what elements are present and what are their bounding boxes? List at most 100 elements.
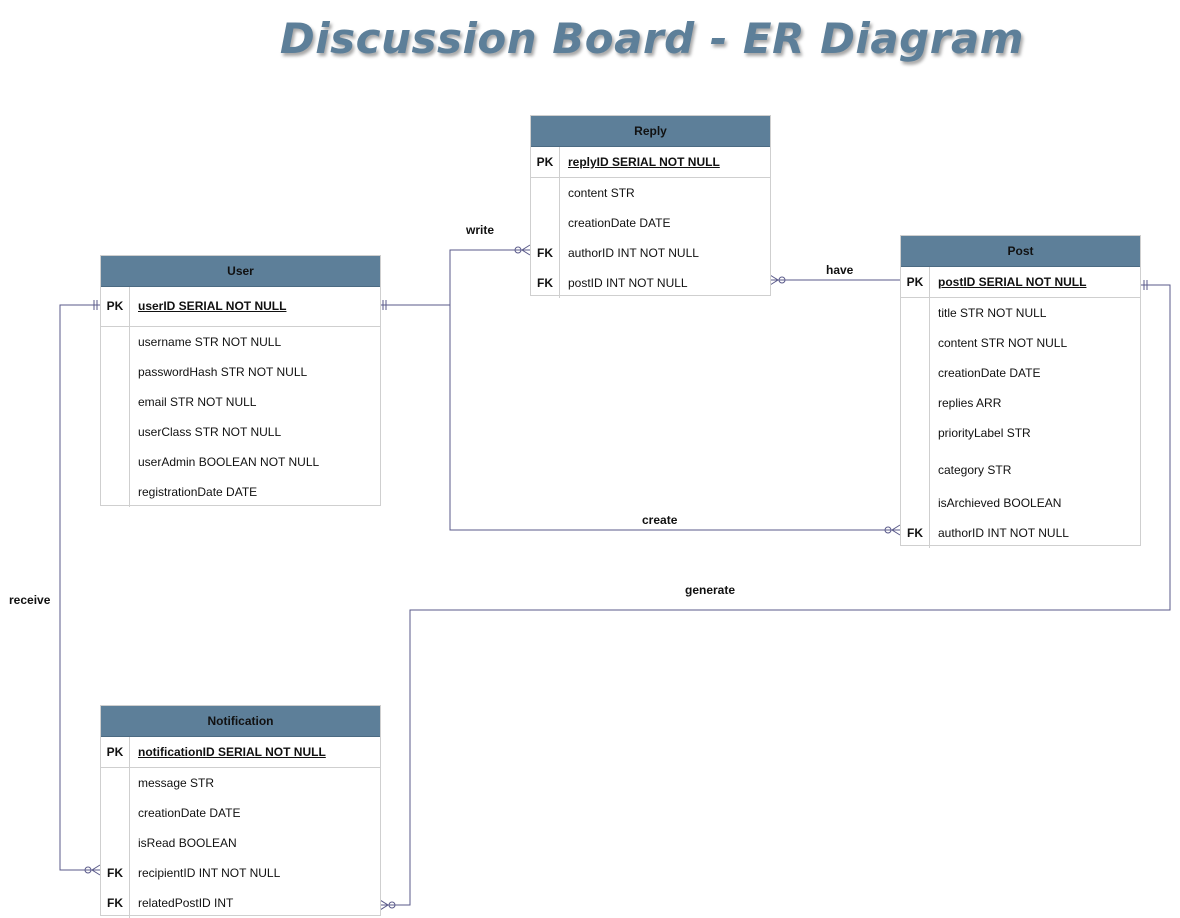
attr-row: username STR NOT NULL: [101, 327, 380, 357]
attr-label: category STR: [938, 463, 1012, 477]
key-label: PK: [101, 287, 130, 326]
create-label: create: [642, 513, 678, 527]
key-label: [101, 327, 130, 357]
attr-label: creationDate DATE: [568, 216, 671, 230]
key-label: [101, 417, 130, 447]
key-label: [101, 477, 130, 507]
notif-related-circle: [388, 901, 396, 909]
pk-row: PK notificationID SERIAL NOT NULL: [101, 737, 380, 768]
have-label: have: [826, 263, 854, 277]
attr-row: priorityLabel STR: [901, 418, 1140, 453]
attr-label: authorID INT NOT NULL: [938, 526, 1069, 540]
receive-label: receive: [9, 593, 51, 607]
reply-author-crow: [521, 244, 531, 256]
generate-label: generate: [685, 583, 736, 597]
receive-line: [59, 304, 100, 871]
attr-label: content STR NOT NULL: [938, 336, 1068, 350]
notif-recipient-circle: [84, 866, 92, 874]
key-label: [901, 418, 930, 453]
user-one-marker-right: [382, 300, 387, 310]
attr-label: notificationID SERIAL NOT NULL: [138, 745, 326, 759]
attr-row: FK authorID INT NOT NULL: [531, 238, 770, 268]
key-label: [901, 328, 930, 358]
key-label: [531, 208, 560, 238]
key-label: [101, 357, 130, 387]
attr-row: FK postID INT NOT NULL: [531, 268, 770, 298]
reply-author-circle: [514, 246, 522, 254]
attr-label: replies ARR: [938, 396, 1002, 410]
attr-label: isArchieved BOOLEAN: [938, 496, 1062, 510]
attr-label: replyID SERIAL NOT NULL: [568, 155, 720, 169]
post-author-circle: [884, 526, 892, 534]
reply-post-circle: [778, 276, 786, 284]
reply-post-crow: [769, 274, 779, 286]
entity-reply[interactable]: Reply PK replyID SERIAL NOT NULL content…: [530, 115, 771, 298]
attr-label: creationDate DATE: [938, 366, 1041, 380]
write-label: write: [466, 223, 495, 237]
entity-notification[interactable]: Notification PK notificationID SERIAL NO…: [100, 705, 381, 918]
attr-row: content STR: [531, 178, 770, 208]
attr-row: isRead BOOLEAN: [101, 828, 380, 858]
attr-row: content STR NOT NULL: [901, 328, 1140, 358]
key-label: [901, 358, 930, 388]
key-label: [101, 387, 130, 417]
attr-label: title STR NOT NULL: [938, 306, 1047, 320]
key-label: FK: [531, 268, 560, 298]
key-label: FK: [101, 858, 130, 888]
attr-label: registrationDate DATE: [138, 485, 258, 499]
key-label: FK: [901, 518, 930, 548]
attr-label: userAdmin BOOLEAN NOT NULL: [138, 455, 320, 469]
pk-row: PK postID SERIAL NOT NULL: [901, 267, 1140, 298]
attr-label: userID SERIAL NOT NULL: [138, 299, 287, 313]
attr-label: creationDate DATE: [138, 806, 241, 820]
key-label: FK: [531, 238, 560, 268]
user-one-marker-left: [93, 300, 98, 310]
attr-label: relatedPostID INT: [138, 896, 234, 910]
attr-row: creationDate DATE: [901, 358, 1140, 388]
attr-row: creationDate DATE: [531, 208, 770, 238]
attr-label: postID INT NOT NULL: [568, 276, 688, 290]
diagram-title: Discussion Board - ER Diagram: [279, 14, 1025, 63]
attr-row: userClass STR NOT NULL: [101, 417, 380, 447]
attr-label: priorityLabel STR: [938, 426, 1031, 440]
attr-label: passwordHash STR NOT NULL: [138, 365, 308, 379]
key-label: PK: [101, 737, 130, 767]
generate-line: [380, 284, 1171, 906]
attr-label: postID SERIAL NOT NULL: [938, 275, 1087, 289]
pk-row: PK userID SERIAL NOT NULL: [101, 287, 380, 327]
key-label: [901, 388, 930, 418]
attr-row: message STR: [101, 768, 380, 798]
attr-label: email STR NOT NULL: [138, 395, 257, 409]
attr-row: creationDate DATE: [101, 798, 380, 828]
key-label: [901, 298, 930, 328]
key-label: [101, 828, 130, 858]
key-label: PK: [901, 267, 930, 297]
entity-post[interactable]: Post PK postID SERIAL NOT NULL title STR…: [900, 235, 1141, 548]
key-label: [101, 447, 130, 477]
key-label: [531, 178, 560, 208]
attr-row: FK authorID INT NOT NULL: [901, 518, 1140, 548]
attr-row: replies ARR: [901, 388, 1140, 418]
attr-row: isArchieved BOOLEAN: [901, 488, 1140, 518]
attr-label: authorID INT NOT NULL: [568, 246, 699, 260]
entity-header: Reply: [531, 116, 770, 147]
entity-header: User: [101, 256, 380, 287]
attr-row: passwordHash STR NOT NULL: [101, 357, 380, 387]
key-label: [901, 488, 930, 518]
entity-header: Post: [901, 236, 1140, 267]
entity-user[interactable]: User PK userID SERIAL NOT NULL username …: [100, 255, 381, 507]
attr-label: recipientID INT NOT NULL: [138, 866, 281, 880]
entity-header: Notification: [101, 706, 380, 737]
pk-row: PK replyID SERIAL NOT NULL: [531, 147, 770, 178]
attr-label: username STR NOT NULL: [138, 335, 282, 349]
post-one-marker: [1143, 280, 1148, 290]
post-author-crow: [891, 524, 901, 536]
create-line: [449, 305, 900, 531]
attr-label: message STR: [138, 776, 215, 790]
attr-row: title STR NOT NULL: [901, 298, 1140, 328]
attr-row: email STR NOT NULL: [101, 387, 380, 417]
notif-recipient-crow: [91, 864, 101, 876]
notif-related-crow: [379, 899, 389, 911]
attr-label: userClass STR NOT NULL: [138, 425, 282, 439]
